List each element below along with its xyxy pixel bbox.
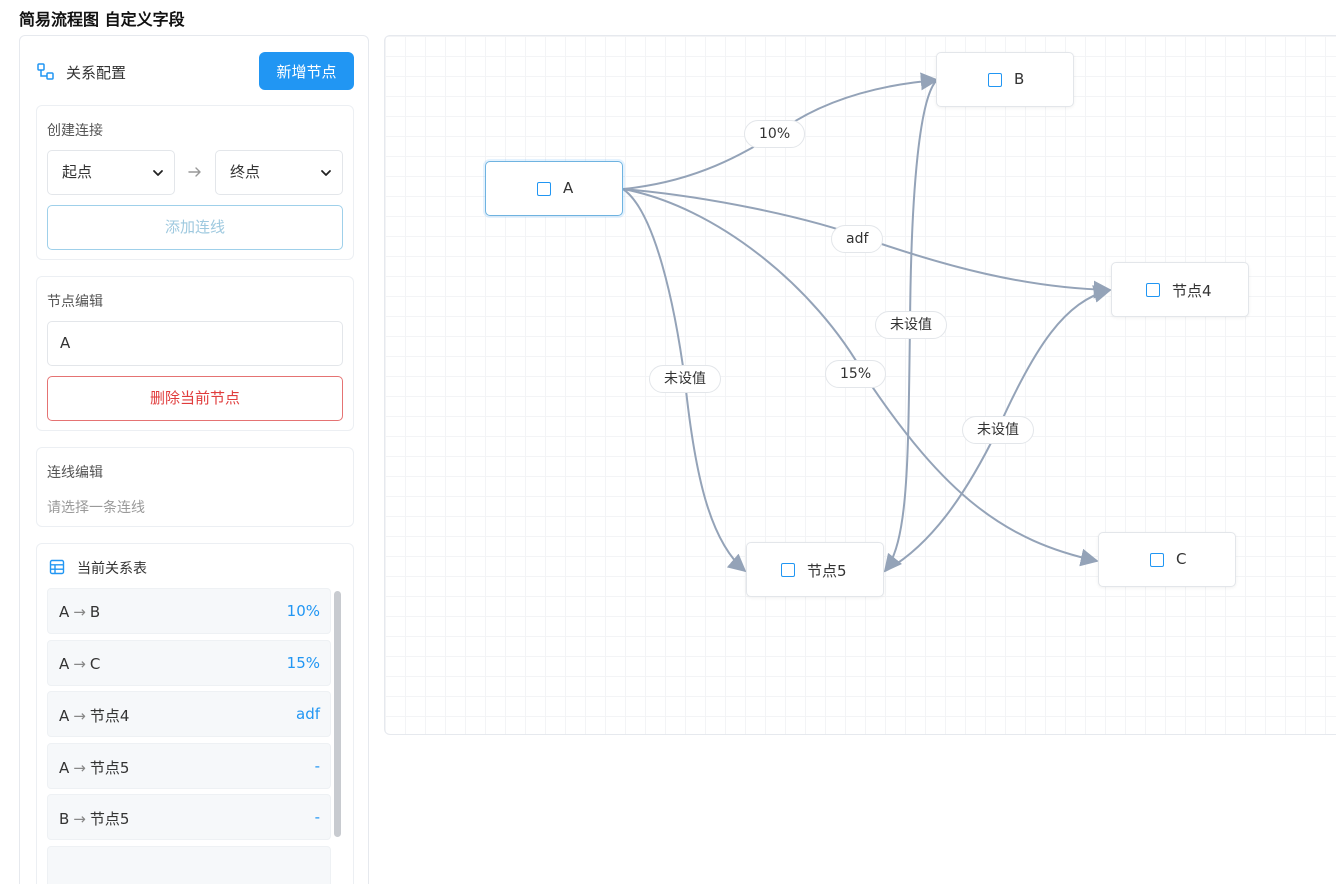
edge-label-b-n5[interactable]: 未设值 (875, 311, 947, 339)
sidebar-header: 关系配置 新增节点 (20, 36, 368, 106)
relation-from: A (59, 603, 70, 621)
node-edit-card: 节点编辑 A 删除当前节点 (36, 276, 354, 431)
relation-from: B (59, 810, 70, 828)
edge-edit-title: 连线编辑 (47, 465, 103, 481)
node-label: 节点5 (807, 562, 847, 580)
relation-value: adf (296, 705, 320, 723)
target-node-value: 终点 (230, 163, 261, 181)
source-node-select[interactable]: 起点 (47, 150, 175, 195)
relation-arrow: → (73, 810, 86, 828)
flow-icon (37, 63, 54, 80)
sidebar-title: 关系配置 (66, 64, 127, 82)
edge-label-a-c[interactable]: 15% (825, 360, 887, 388)
relation-value: - (314, 808, 320, 826)
edge-label-a-n5[interactable]: 未设值 (649, 365, 721, 393)
relation-row[interactable]: A→B 10% (47, 588, 331, 634)
arrow-right-icon (188, 167, 201, 177)
relation-to: B (89, 603, 101, 621)
node-c[interactable]: C (1098, 532, 1236, 587)
relation-from: A (59, 758, 70, 777)
sidebar-panel: 关系配置 新增节点 创建连接 起点 终点 添加连线 节点编辑 A 删除当前节点 … (19, 35, 369, 884)
relations-title: 当前关系表 (77, 561, 147, 577)
relation-row-partial[interactable] (47, 845, 331, 884)
relation-value: 10% (286, 602, 320, 620)
relation-arrow: → (73, 707, 86, 725)
chevron-down-icon (321, 170, 331, 176)
edge-label-n5-n4[interactable]: 未设值 (962, 416, 1034, 444)
node-b[interactable]: B (936, 52, 1074, 107)
relation-arrow: → (73, 758, 86, 777)
relation-to: 节点5 (89, 810, 130, 828)
relation-to: C (89, 654, 101, 673)
relation-value: 15% (286, 653, 320, 672)
edge-edit-card: 连线编辑 请选择一条连线 (36, 447, 354, 527)
relations-card: 当前关系表 A→B 10% A→C 15% A→节点4 adf A→节点5 - … (36, 543, 354, 884)
relations-list: A→B 10% A→C 15% A→节点4 adf A→节点5 - B→节点5 … (47, 588, 331, 884)
node-label: C (1176, 550, 1187, 568)
relation-row[interactable]: A→C 15% (47, 639, 331, 686)
node-square-icon (988, 73, 1002, 87)
relation-row[interactable]: A→节点5 - (47, 742, 331, 789)
chevron-down-icon (153, 170, 163, 176)
edge-edit-hint: 请选择一条连线 (47, 500, 145, 516)
add-edge-button[interactable]: 添加连线 (47, 205, 343, 250)
relation-from: A (59, 707, 70, 725)
node-square-icon (1150, 553, 1164, 567)
flow-canvas[interactable]: A B 节点4 节点5 C 10% adf 未设值 15% 未设值 未设值 (384, 35, 1336, 735)
node-square-icon (537, 182, 551, 196)
node-a[interactable]: A (485, 161, 623, 216)
relation-arrow: → (73, 654, 86, 673)
node-4[interactable]: 节点4 (1111, 262, 1249, 317)
node-name-input[interactable]: A (47, 321, 343, 366)
relation-row[interactable]: B→节点5 - (47, 794, 331, 840)
node-label: A (563, 179, 574, 197)
page-title: 简易流程图 自定义字段 (19, 10, 185, 29)
node-label: 节点4 (1172, 282, 1212, 300)
relation-to: 节点4 (89, 707, 130, 725)
edge-label-a-n4[interactable]: adf (831, 225, 884, 253)
create-connection-title: 创建连接 (47, 123, 103, 139)
relation-value: - (314, 756, 320, 775)
table-icon (49, 559, 65, 575)
node-edit-title: 节点编辑 (47, 294, 103, 310)
delete-node-button[interactable]: 删除当前节点 (47, 376, 343, 421)
edge-label-a-b[interactable]: 10% (744, 120, 806, 148)
node-label: B (1014, 70, 1025, 88)
relation-to: 节点5 (89, 758, 130, 777)
add-node-button[interactable]: 新增节点 (259, 52, 354, 90)
relation-arrow: → (73, 603, 86, 621)
relation-row[interactable]: A→节点4 adf (47, 691, 331, 737)
source-node-value: 起点 (62, 163, 93, 181)
target-node-select[interactable]: 终点 (215, 150, 343, 195)
node-square-icon (781, 563, 795, 577)
relation-from: A (59, 654, 70, 673)
node-5[interactable]: 节点5 (746, 542, 884, 597)
node-square-icon (1146, 283, 1160, 297)
create-connection-card: 创建连接 起点 终点 添加连线 (36, 105, 354, 260)
relations-scrollbar[interactable] (334, 591, 341, 837)
